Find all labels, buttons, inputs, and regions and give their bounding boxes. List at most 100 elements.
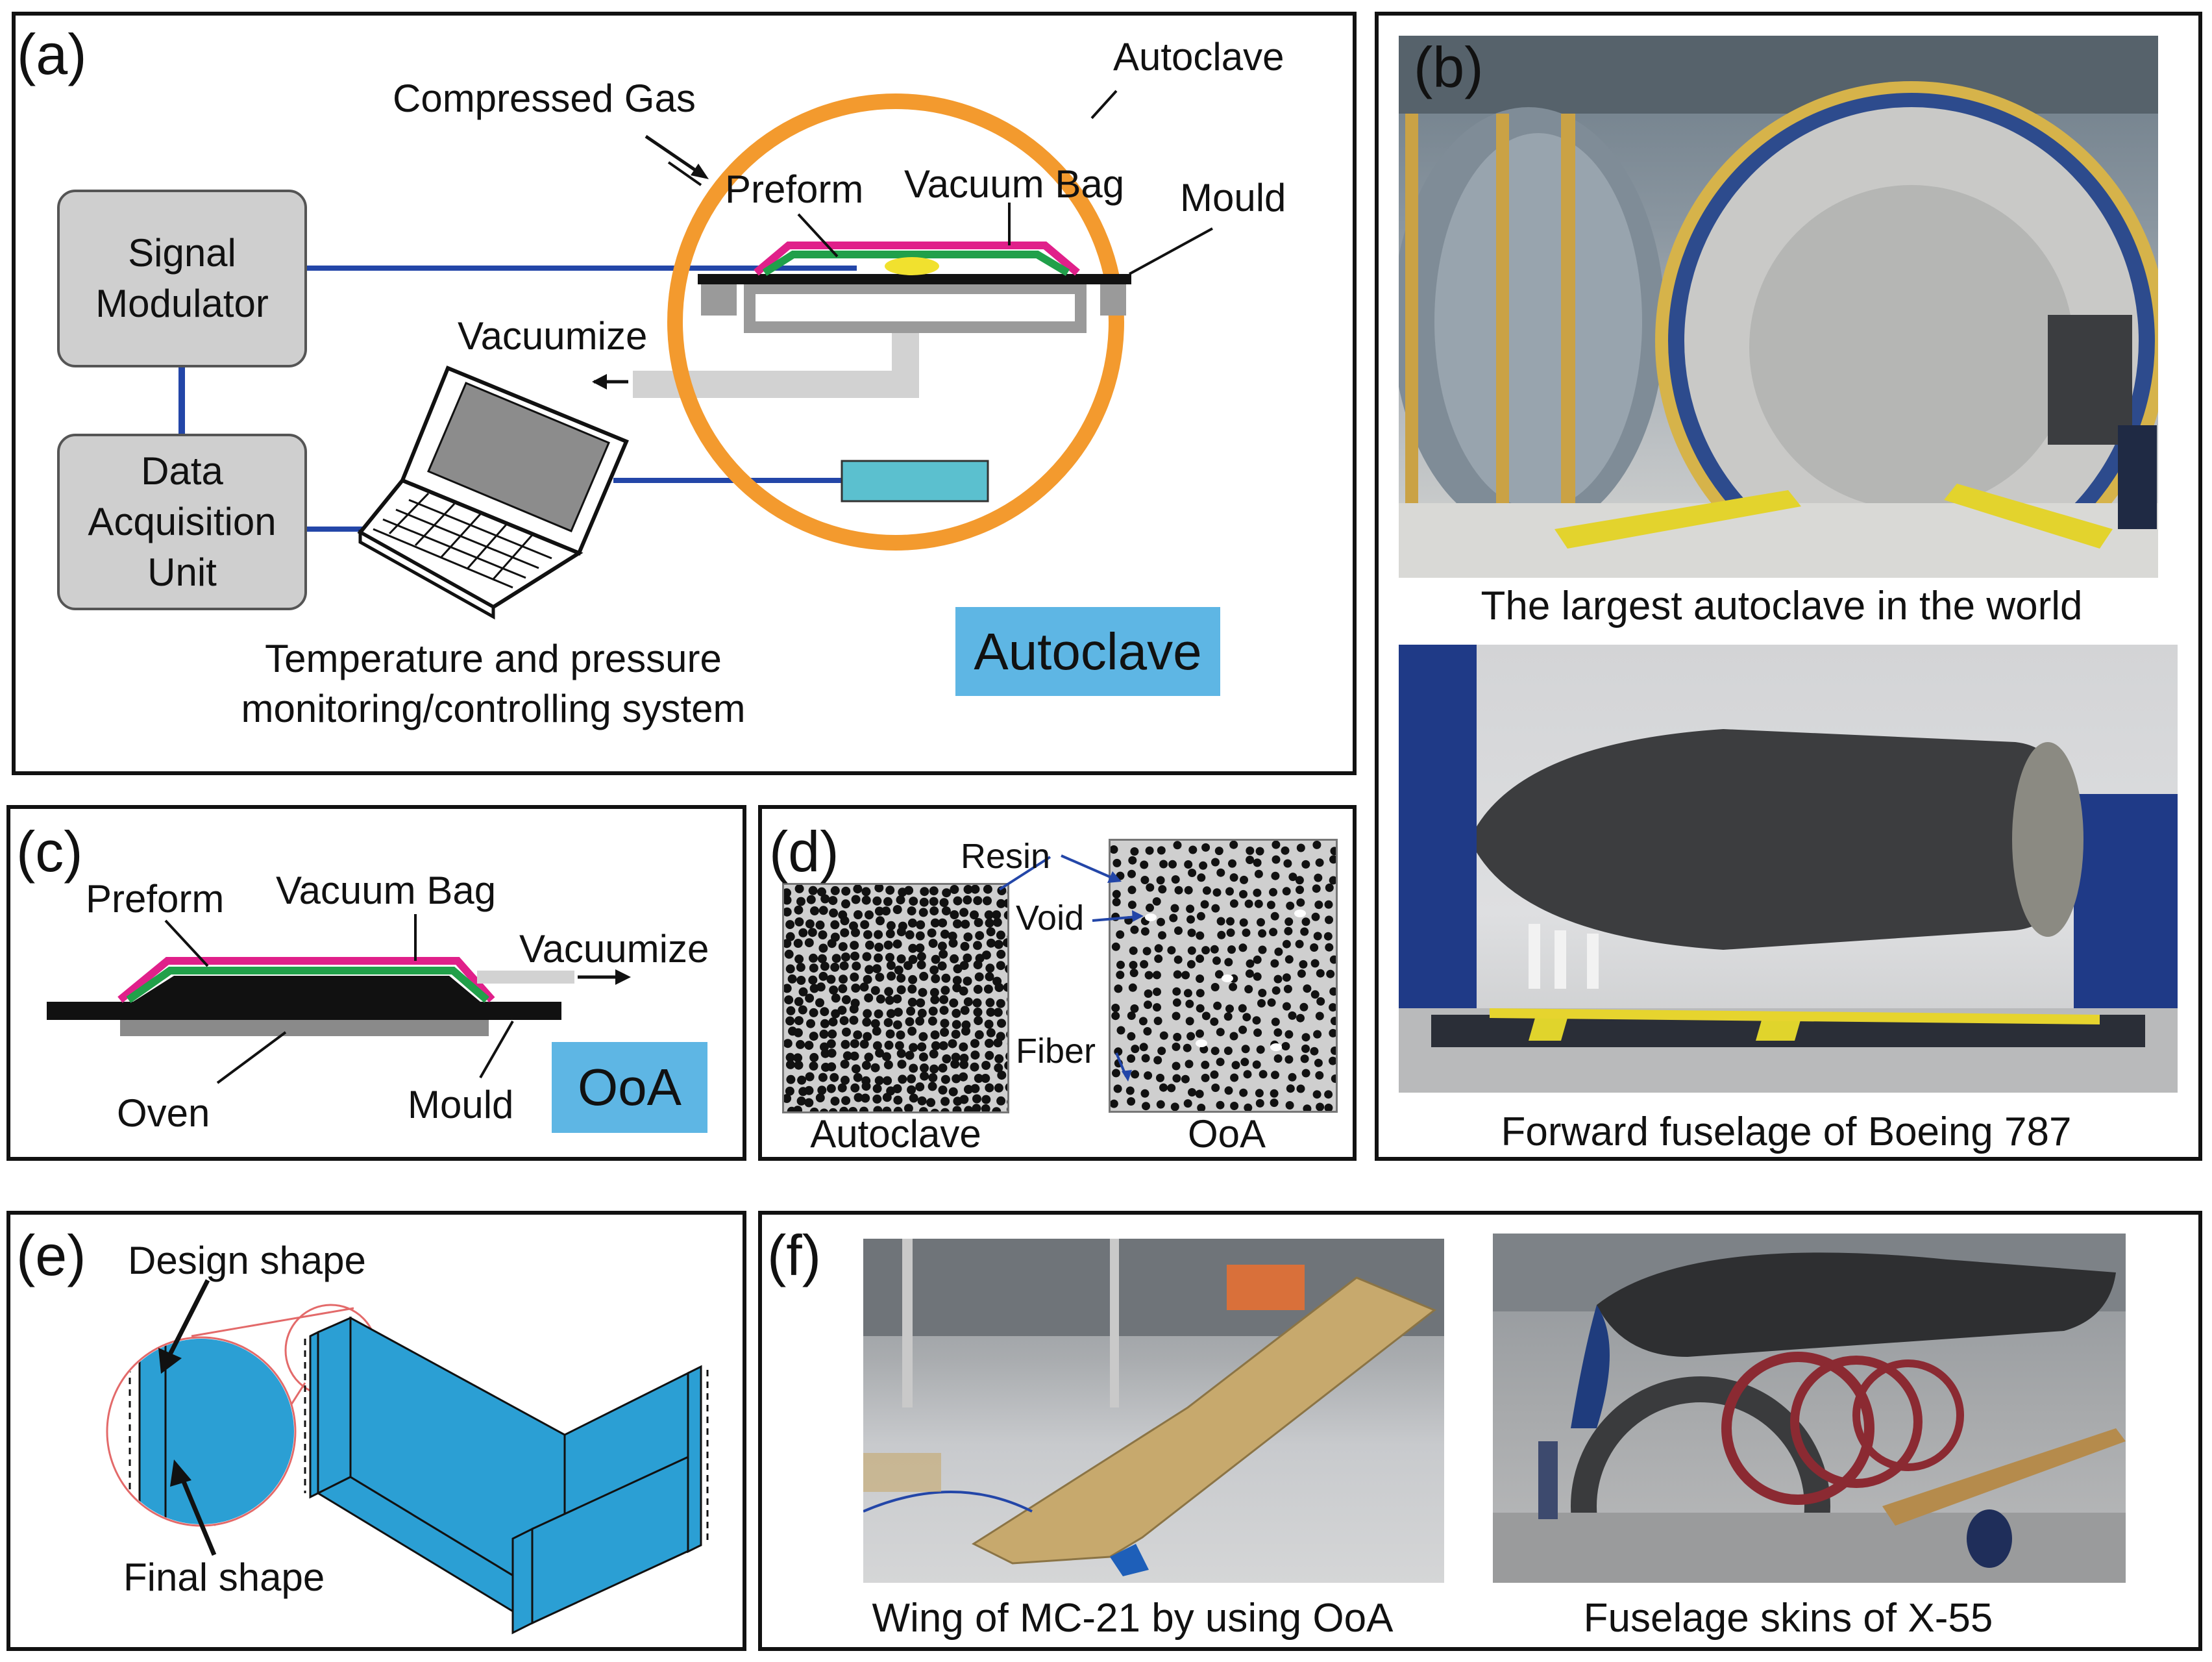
fiber-dot (830, 1097, 840, 1106)
fiber-dot (903, 961, 913, 971)
fiber-dot (960, 1006, 970, 1015)
fiber-dot (929, 1049, 939, 1059)
fiber-dot (852, 961, 861, 971)
compressed-gas-line (667, 161, 702, 186)
fiber-dot (963, 976, 972, 986)
fiber-dot (931, 954, 940, 964)
fiber-dot (949, 998, 959, 1008)
fiber-dot (1267, 998, 1276, 1007)
mould-label: Mould (408, 1083, 514, 1126)
fiber-dot (939, 949, 948, 959)
fiber-dot (841, 995, 851, 1004)
fiber-dot (796, 976, 806, 985)
fiber-dot (1310, 990, 1320, 999)
fiber-dot (1159, 1031, 1168, 1040)
fiber-dot (841, 899, 850, 909)
fiber-dot (1159, 860, 1168, 869)
autoclave-ring (667, 93, 1124, 551)
fiber-dot (1127, 1097, 1136, 1106)
fiber-dot (1311, 912, 1320, 921)
fiber-dot (794, 917, 804, 926)
fiber-dot (985, 963, 995, 973)
fiber-dot (1128, 983, 1137, 992)
fiber-dot (1146, 883, 1155, 892)
fiber-dot (974, 1016, 983, 1026)
fiber-dot (1266, 900, 1275, 910)
fiber-dot (1114, 984, 1123, 993)
fiber-dot (793, 1053, 803, 1063)
fiber-dot (1145, 846, 1154, 855)
fiber-dot (994, 1054, 1004, 1063)
fiber-dot (851, 1064, 861, 1074)
fiber-dot (1172, 1042, 1181, 1051)
fiber-dot (1329, 1028, 1336, 1037)
fiber-dot (1301, 860, 1310, 869)
fiber-dot (872, 896, 882, 906)
fiber-dot (1238, 943, 1247, 952)
fiber-dot (948, 938, 958, 948)
fiber-dot (1223, 1012, 1233, 1021)
fiber-dot (870, 1063, 880, 1073)
fiber-dot (948, 932, 957, 941)
fiber-dot (794, 1060, 804, 1070)
fiber-dot (820, 894, 830, 904)
fiber-dot (1303, 1104, 1312, 1111)
fiber-dot (808, 975, 818, 985)
fiber-dot (959, 1072, 968, 1082)
fiber-dot (942, 1054, 952, 1063)
fiber-dot (1170, 904, 1179, 913)
fiber-dot (1201, 1073, 1210, 1082)
fiber-dot (915, 931, 925, 941)
fuselage-photo-art (1399, 645, 2178, 1093)
fiber-dot (940, 1108, 950, 1111)
fiber-dot (1242, 928, 1251, 937)
fiber-dot (985, 998, 995, 1008)
fiber-dot (1172, 1074, 1181, 1083)
fiber-dot (839, 974, 848, 984)
void-mark (1145, 913, 1157, 921)
fiber-dot (941, 906, 951, 916)
fiber-dot (784, 1039, 793, 1048)
system-caption-line2: monitoring/controlling system (241, 687, 746, 730)
fiber-dot (1174, 886, 1183, 895)
fiber-dot (1188, 1088, 1196, 1097)
fiber-dot (996, 1096, 1006, 1106)
fiber-dot (809, 1108, 819, 1111)
data-acquisition-box: Data Acquisition Unit (57, 434, 307, 610)
fiber-dot (963, 885, 973, 894)
fiber-dot (853, 1073, 863, 1082)
fiber-dot (984, 1019, 994, 1029)
fiber-dot (1325, 883, 1334, 892)
fiber-dot (920, 1071, 929, 1081)
fiber-dot (1130, 925, 1139, 934)
fiber-dot (1196, 954, 1205, 963)
fiber-dot (872, 1094, 882, 1104)
fiber-dot (930, 1030, 940, 1040)
fiber-dot (1271, 871, 1280, 880)
fiber-dot (896, 954, 906, 963)
fiber-dot (963, 997, 973, 1007)
fiber-dot (1199, 861, 1208, 870)
fiber-dot (916, 920, 926, 930)
fiber-dot (1188, 869, 1197, 877)
fiber-dot (1270, 959, 1279, 968)
fiber-dot (874, 930, 883, 939)
fiber-dot (1168, 860, 1177, 869)
fiber-dot (798, 1005, 807, 1015)
fiber-dot (907, 1026, 917, 1036)
fiber-dot (1229, 899, 1238, 908)
fiber-dot (964, 1085, 973, 1094)
fiber-dot (831, 993, 841, 1003)
preform-core (133, 976, 480, 1002)
fiber-dot (1183, 1043, 1192, 1052)
fiber-dot (970, 1062, 979, 1072)
fiber-dot (939, 898, 949, 908)
fiber-dot (930, 995, 940, 1004)
fiber-dot (1127, 1054, 1136, 1063)
fiber-dot (883, 940, 893, 950)
fiber-dot (1125, 1086, 1135, 1095)
fiber-dot (784, 939, 792, 949)
fiber-dot (804, 1098, 814, 1108)
fiber-dot (904, 886, 914, 895)
